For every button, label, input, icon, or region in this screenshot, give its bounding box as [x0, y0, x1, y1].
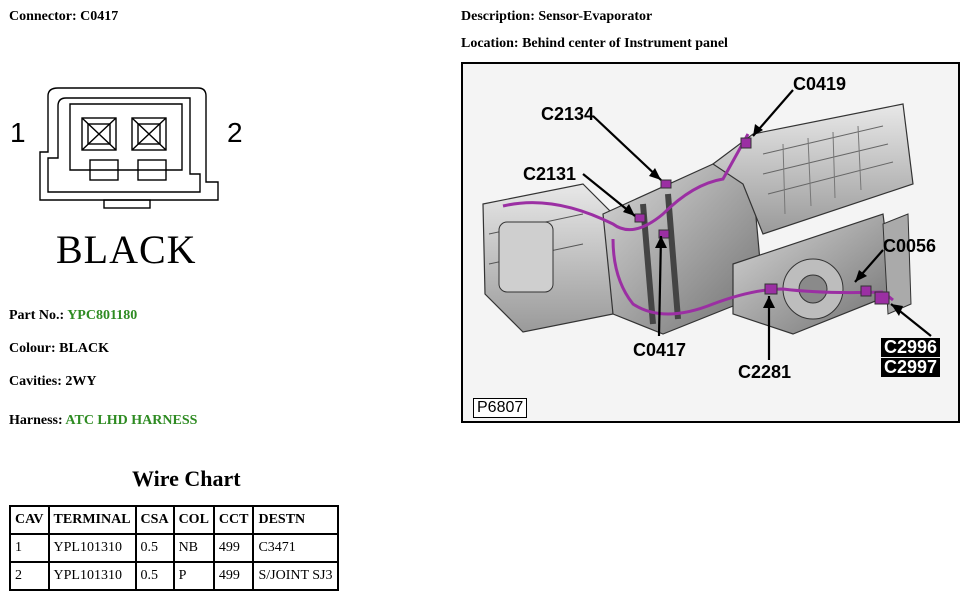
pin-number-2: 2: [227, 117, 243, 148]
harness-label: Harness:: [9, 413, 63, 428]
location-value: Behind center of Instrument panel: [522, 36, 728, 51]
callout-c2131: C2131: [523, 164, 577, 184]
colour-label: Colour:: [9, 341, 56, 356]
callout-c2997: C2997: [881, 358, 941, 377]
table-row: 2 YPL101310 0.5 P 499 S/JOINT SJ3: [9, 561, 339, 591]
cell-cav: 1: [9, 533, 50, 563]
location-row: Location: Behind center of Instrument pa…: [461, 36, 728, 52]
part-number-link[interactable]: YPC801180: [67, 308, 138, 323]
colour-value: BLACK: [59, 341, 109, 356]
cell-cav: 2: [9, 561, 50, 591]
connector-colour-caption: BLACK: [56, 227, 197, 272]
part-number-row: Part No.: YPC801180: [9, 308, 137, 324]
harness-link[interactable]: ATC LHD HARNESS: [65, 413, 198, 428]
connector-face-diagram: [39, 87, 219, 209]
harness-row: Harness: ATC LHD HARNESS: [9, 413, 197, 429]
callout-c0056: C0056: [883, 236, 937, 256]
wire-chart-title: Wire Chart: [132, 466, 241, 491]
header-destn: DESTN: [252, 505, 339, 535]
description-value: Sensor-Evaporator: [538, 9, 653, 24]
cell-cct: 499: [212, 561, 255, 591]
hvac-unit-drawing: [482, 89, 932, 360]
cell-csa: 0.5: [134, 561, 175, 591]
location-illustration: C0419 C2134 C2131 C0056 C0417 C2281 C299…: [461, 62, 960, 423]
callout-c2134: C2134: [541, 104, 595, 124]
callout-c2996: C2996: [881, 338, 941, 357]
cell-terminal: YPL101310: [47, 561, 137, 591]
part-number-label: Part No.:: [9, 308, 65, 323]
cell-col: P: [172, 561, 215, 591]
cell-destn: C3471: [252, 533, 339, 563]
wire-chart-header-row: CAV TERMINAL CSA COL CCT DESTN: [9, 505, 339, 535]
cell-destn: S/JOINT SJ3: [252, 561, 339, 591]
connector-label-text: Connector:: [9, 9, 77, 24]
cavities-value: 2WY: [65, 374, 97, 389]
cavities-row: Cavities: 2WY: [9, 374, 97, 390]
cell-col: NB: [172, 533, 215, 563]
cell-terminal: YPL101310: [47, 533, 137, 563]
header-cct: CCT: [212, 505, 255, 535]
connector-id: C0417: [80, 9, 119, 24]
location-label: Location:: [461, 36, 519, 51]
colour-row: Colour: BLACK: [9, 341, 109, 357]
header-col: COL: [172, 505, 215, 535]
cell-cct: 499: [212, 533, 255, 563]
pin-number-1: 1: [10, 117, 26, 148]
cell-csa: 0.5: [134, 533, 175, 563]
description-row: Description: Sensor-Evaporator: [461, 9, 652, 25]
callout-c0419: C0419: [793, 74, 847, 94]
header-csa: CSA: [134, 505, 175, 535]
wire-chart-table: CAV TERMINAL CSA COL CCT DESTN 1 YPL1013…: [9, 505, 339, 591]
cavities-label: Cavities:: [9, 374, 62, 389]
callout-c0417: C0417: [633, 340, 687, 360]
header-terminal: TERMINAL: [47, 505, 137, 535]
description-label: Description:: [461, 9, 535, 24]
connector-label: Connector: C0417: [9, 9, 118, 25]
callout-c2281: C2281: [738, 362, 792, 382]
illustration-code: P6807: [473, 398, 528, 418]
header-cav: CAV: [9, 505, 50, 535]
table-row: 1 YPL101310 0.5 NB 499 C3471: [9, 533, 339, 563]
